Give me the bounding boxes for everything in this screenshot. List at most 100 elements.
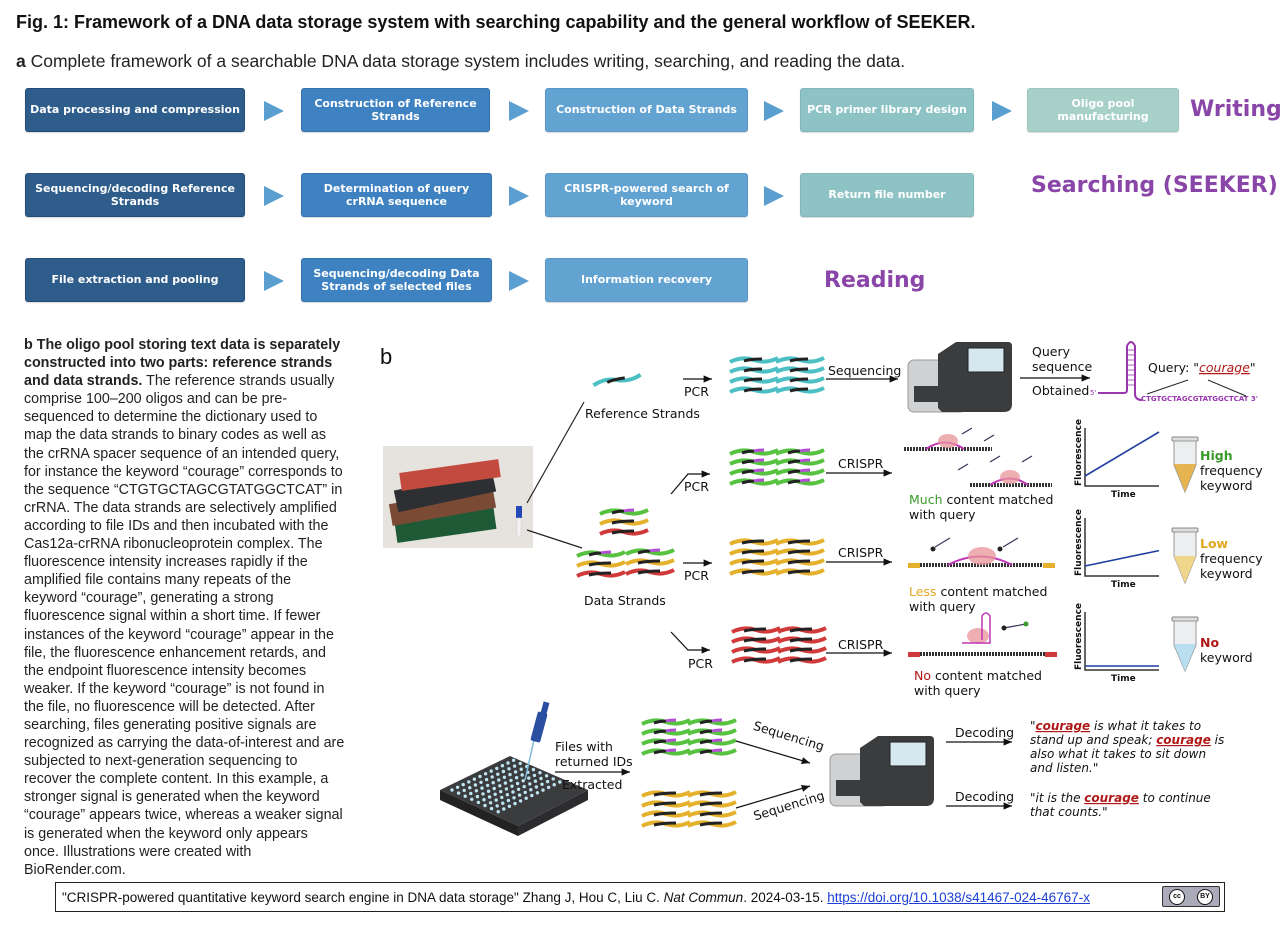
svg-text:also what it takes to sit down: also what it takes to sit down (1030, 747, 1206, 761)
crrna-sequence: CTGTGCTAGCGTATGGCTCAT 3' (1141, 395, 1258, 403)
outcome-high-line1: Much content matched (909, 492, 1053, 507)
tube-high-word: High (1200, 448, 1233, 463)
flow-step-reading-2: Sequencing/decoding Data Strands of sele… (301, 258, 492, 302)
five-prime-label: 5' (1090, 389, 1096, 397)
panel-b-caption-bold: b The oligo pool storing text data is se… (24, 337, 341, 390)
plot-axes (1084, 428, 1159, 487)
crispr-label-2: CRISPR (838, 545, 884, 560)
query-sequence-line2: sequence (1032, 359, 1093, 374)
plot-y-label: Fluorescence (1074, 419, 1084, 486)
outcome-low-line1: Less content matched (909, 584, 1047, 599)
citation-text: "CRISPR-powered quantitative keyword sea… (62, 890, 1090, 905)
by-icon: BY (1197, 888, 1213, 905)
tube-low-icon (1171, 527, 1199, 585)
panel-a-letter: a (16, 51, 26, 71)
cc-icon: cc (1169, 888, 1185, 905)
amplified-green-strands (728, 448, 826, 486)
plot-axes (1084, 518, 1159, 577)
flow-arrow-icon (509, 186, 529, 206)
phase-label-reading: Reading (824, 268, 926, 293)
plot-axes (1084, 612, 1159, 671)
svg-text:"courage is what it takes to: "courage is what it takes to (1030, 719, 1201, 733)
cas12a-cleavage-low-icon (908, 537, 1055, 568)
tube-none-word: No (1200, 635, 1219, 650)
flow-step-writing-5: Oligo pool manufacturing (1027, 88, 1179, 132)
fluorescence-curve (1084, 549, 1160, 567)
doi-link[interactable]: https://doi.org/10.1038/s41467-024-46767… (827, 890, 1090, 905)
pcr-label-red: PCR (688, 656, 713, 671)
extracted-yellow-strands (640, 790, 738, 828)
decoded-quote-1: "courage is what it takes to stand up an… (1030, 719, 1224, 775)
sequencer-icon (907, 341, 1013, 413)
citation-journal: Nat Commun (663, 890, 744, 905)
query-label: Query: "courage" (1148, 360, 1256, 375)
pcr-label-green: PCR (684, 479, 709, 494)
flow-step-searching-1: Sequencing/decoding Reference Strands (25, 173, 245, 217)
amplified-yellow-strands (728, 538, 826, 576)
crrna-hairpin-icon (1098, 341, 1143, 401)
phase-label-writing: Writing (1190, 97, 1280, 122)
reference-strand-icon (590, 372, 644, 388)
decoded-quote-2: "it is the courage to continue that coun… (1030, 791, 1211, 819)
flow-step-reading-3: Information recovery (545, 258, 748, 302)
panel-a-caption: a Complete framework of a searchable DNA… (16, 51, 905, 72)
flow-arrow-icon (764, 101, 784, 121)
extracted-label: Extracted (562, 777, 622, 792)
data-strands-label: Data Strands (584, 593, 666, 608)
tube-low-line2: keyword (1200, 566, 1253, 581)
pcr-label-ref: PCR (684, 384, 709, 399)
tube-low-line1: frequency (1200, 551, 1263, 566)
tube-high-line1: frequency (1200, 463, 1263, 478)
decoding-label-2: Decoding (955, 789, 1014, 804)
plot-y-label: Fluorescence (1074, 509, 1084, 576)
flow-arrow-icon (509, 101, 529, 121)
files-returned-line2: returned IDs (555, 754, 633, 769)
data-strands-icon (575, 508, 676, 578)
sequencing-label: Sequencing (828, 363, 901, 378)
fluorescence-curve (1084, 431, 1160, 477)
figure-title: Fig. 1: Framework of a DNA data storage … (16, 12, 976, 32)
flow-step-searching-4: Return file number (800, 173, 974, 217)
sequencer-icon-2 (829, 735, 935, 807)
panel-b-letter: b (380, 344, 393, 369)
tube-high-icon (1171, 436, 1199, 494)
flow-arrow-icon (264, 186, 284, 206)
query-sequence-line1: Query (1032, 344, 1071, 359)
flow-step-writing-4: PCR primer library design (800, 88, 974, 132)
cas12a-cleavage-high-icon (904, 427, 1052, 487)
flow-arrow-icon (264, 271, 284, 291)
flow-step-writing-3: Construction of Data Strands (545, 88, 748, 132)
panel-a-caption-text: Complete framework of a searchable DNA d… (30, 51, 906, 71)
flow-step-writing-2: Construction of Reference Strands (301, 88, 490, 132)
crispr-label-3: CRISPR (838, 637, 884, 652)
svg-text:stand up and speak; courage is: stand up and speak; courage is (1030, 733, 1224, 747)
pcr-label-yellow: PCR (684, 568, 709, 583)
tube-high-line2: keyword (1200, 478, 1253, 493)
svg-text:and listen.": and listen." (1030, 761, 1098, 775)
crispr-label-1: CRISPR (838, 456, 884, 471)
outcome-none-line2: with query (914, 683, 981, 698)
well-plate-icon (440, 756, 588, 836)
outcome-high-line2: with query (909, 507, 976, 522)
flow-arrow-icon (264, 101, 284, 121)
flow-step-reading-1: File extraction and pooling (25, 258, 245, 302)
tube-none-line1: keyword (1200, 650, 1253, 665)
svg-text:that counts.": that counts." (1030, 805, 1108, 819)
query-sequence-line3: Obtained (1032, 383, 1089, 398)
flow-step-writing-1: Data processing and compression (25, 88, 245, 132)
books-photo (383, 446, 533, 548)
cas12a-no-cleavage-icon (908, 612, 1057, 657)
panel-b-caption: b The oligo pool storing text data is se… (24, 336, 346, 879)
pipette-icon (524, 701, 550, 781)
fluorescence-plots: FluorescenceTimeFluorescenceTimeFluoresc… (1074, 419, 1160, 684)
flow-arrow-icon (509, 271, 529, 291)
plot-x-label: Time (1111, 580, 1136, 590)
query-keyword: courage (1199, 360, 1250, 375)
svg-text:"it is the courage to continue: "it is the courage to continue (1030, 791, 1211, 805)
extracted-green-strands (640, 718, 738, 756)
phase-label-searching: Searching (SEEKER) (1031, 173, 1278, 198)
panel-b-diagram: Reference Strands PCR Sequencing Query s… (383, 341, 1263, 836)
tube-low-word: Low (1200, 536, 1229, 551)
panel-b-caption-body: The reference strands usually comprise 1… (24, 373, 345, 878)
files-returned-line1: Files with (555, 739, 613, 754)
